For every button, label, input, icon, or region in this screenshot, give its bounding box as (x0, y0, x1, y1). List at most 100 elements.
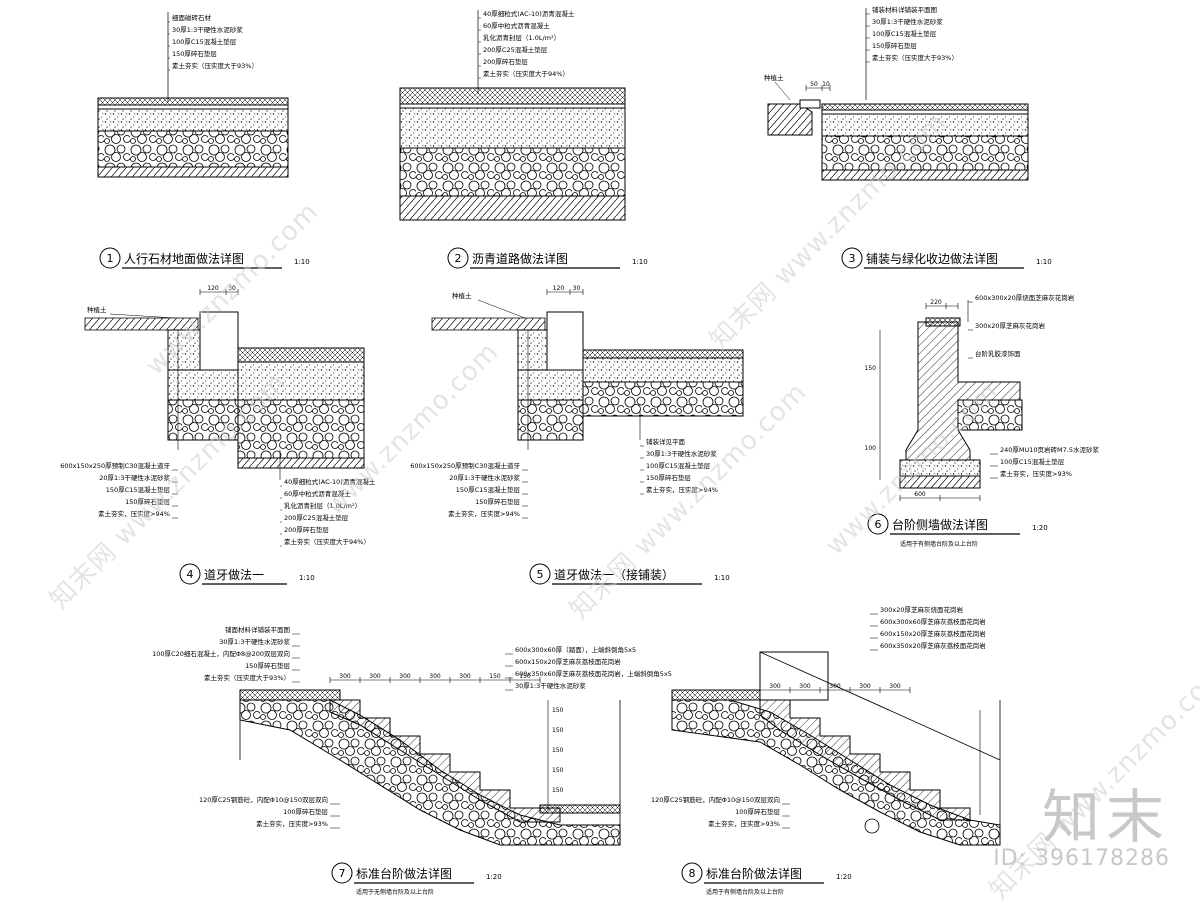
d2-concrete-layer (399, 107, 626, 149)
d4-asphalt (237, 347, 365, 363)
d8-right-label-2: 600x150x20厚芝麻灰荔枝面花岗岩 (880, 629, 986, 638)
d1-label-3: 150厚碎石垫层 (172, 49, 217, 58)
d8-top-dims-dim-3: 300 (859, 683, 871, 690)
d7-top-paving (239, 689, 341, 701)
d6-step-gravel (957, 399, 1023, 431)
d5-right-label-0: 铺装详见平面 (646, 437, 686, 446)
d4-title-text: 道牙做法一 (204, 567, 264, 582)
d4-title-circle (179, 563, 201, 585)
d5-title-number: 5 (537, 568, 544, 581)
d5-top-dims-dim-1: 30 (573, 285, 581, 292)
d1-gravel-layer (97, 130, 289, 168)
d3-title-number: 3 (849, 252, 856, 265)
d1-label-2: 100厚C15混凝土垫层 (172, 37, 237, 46)
d8-bottom-label-1: 100厚碎石垫层 (735, 807, 780, 816)
d2-label-0: 40厚细粒式(AC-10)沥青混凝土 (483, 9, 575, 18)
d8-top-dims-dim-2: 300 (829, 683, 841, 690)
d4-right-label-1: 60厚中粒式沥青混凝土 (284, 489, 351, 498)
d6-top-dims-dim-0: 220 (930, 299, 942, 306)
d5-top-dims-dim-0: 120 (553, 285, 565, 292)
d5-right-label-2: 100厚C15混凝土垫层 (646, 461, 711, 470)
d2-title-circle (447, 247, 469, 269)
d7-bottom-label-2: 素土夯实，压实度>93% (256, 819, 328, 828)
d4-right-label-3: 200厚C25混凝土垫层 (284, 513, 349, 522)
d7-vert-dim-4: 150 (552, 787, 564, 794)
d7-concrete-stair (329, 699, 561, 823)
d8-title-number: 8 (689, 867, 696, 880)
d4-title-scale: 1:10 (299, 574, 315, 582)
d5-left-concrete (517, 329, 548, 371)
d5-label-1: 20厚1:3干硬性水泥砂浆 (449, 473, 520, 482)
d5-paving (582, 349, 744, 359)
d2-label-3: 200厚C25混凝土垫层 (483, 45, 548, 54)
d7-bottom-paving (539, 804, 621, 814)
d3-label-2: 100厚C15混凝土垫层 (872, 29, 937, 38)
d4-title-number: 4 (187, 568, 194, 581)
d3-edge-block (799, 99, 821, 109)
d7-right-label-2: 600x350x60厚芝麻灰荔枝面花岗岩，上端斜倒角5x5 (515, 669, 672, 678)
d5-right-label-1: 30厚1:3干硬性水泥砂浆 (646, 449, 717, 458)
d6-top-label-1: 300x20厚芝麻灰花岗岩 (975, 321, 1046, 330)
d1-title-scale: 1:10 (294, 258, 310, 266)
d6-coping (925, 317, 961, 327)
d4-top-dims-dim-0: 120 (207, 285, 219, 292)
d5-right-label-3: 150厚碎石垫层 (646, 473, 691, 482)
d7-vert-dim-3: 150 (552, 767, 564, 774)
d6-bottom-label-1: 100厚C15混凝土垫层 (1000, 457, 1065, 466)
d6-wall-body (905, 321, 1021, 461)
d7-subtitle: 适用于无侧墙台阶及以上台阶 (356, 888, 434, 896)
d1-label-4: 素土夯实（压实度大于93%） (172, 61, 258, 70)
brand-logo: 知末 (1041, 783, 1170, 851)
d6-vert-dim-0: 150 (865, 365, 877, 372)
d6-top-label-2: 台阶乳胶漆饰面 (975, 349, 1021, 358)
d7-vert-dim-2: 150 (552, 747, 564, 754)
d4-soil (237, 457, 365, 469)
d4-right-label-0: 40厚细粒式(AC-10)沥青混凝土 (284, 477, 376, 486)
d7-left-label-4: 素土夯实（压实度大于93%） (204, 673, 290, 682)
d5-top-label: 种植土 (452, 291, 472, 300)
d2-gravel-layer (399, 147, 626, 197)
d1-title-circle (99, 247, 121, 269)
d7-top-dims-dim-2: 300 (399, 673, 411, 680)
d4-curb-base (167, 369, 239, 401)
d5-right-label-4: 素土夯实，压实度>94% (646, 485, 718, 494)
d8-right-label-0: 300x20厚芝麻灰烧面花岗岩 (880, 605, 964, 614)
d3-label-0: 铺装材料详铺装平面图 (872, 5, 937, 14)
d3-label-1: 30厚1:3干硬性水泥砂浆 (872, 17, 943, 26)
d7-top-dims-dim-1: 300 (369, 673, 381, 680)
d2-asphalt-top (399, 87, 626, 105)
d6-subtitle: 适用于有侧墙台阶及以上台阶 (900, 540, 978, 548)
d7-right-label-1: 600x150x20厚芝麻灰荔枝面花岗岩 (515, 657, 621, 666)
d8-top-dims-dim-4: 300 (889, 683, 901, 690)
d3-title-text: 铺装与绿化收边做法详图 (866, 251, 998, 266)
d8-bottom-label-0: 120厚C25钢筋砼，内配Φ10@150双层双向 (651, 795, 780, 804)
d7-right-label-3: 30厚1:3干硬性水泥砂浆 (515, 681, 586, 690)
d2-soil-layer (399, 195, 626, 221)
d3-title-scale: 1:10 (1036, 258, 1052, 266)
d1-mortar-layer (97, 104, 289, 110)
d8-concrete-stair (759, 699, 971, 821)
d5-planting-soil (431, 317, 546, 331)
d5-top-leader (477, 299, 526, 319)
d5-label-0: 600x150x250厚预制C30混凝土道牙 (410, 461, 520, 470)
d1-label-0: 细面磁砖石材 (172, 13, 212, 22)
d8-side-wall (759, 651, 829, 701)
d7-top-dims-dim-0: 300 (339, 673, 351, 680)
d8-section-marker (864, 818, 880, 834)
d2-title-scale: 1:10 (632, 258, 648, 266)
d7-title-scale: 1:20 (486, 873, 502, 881)
d8-title-scale: 1:20 (836, 873, 852, 881)
d3-label-4: 素土夯实（压实度大于93%） (872, 53, 958, 62)
d5-curb-stone (546, 311, 584, 371)
d8-right-label-1: 600x300x60厚芝麻灰荔枝面花岗岩 (880, 617, 986, 626)
d8-top-dims-dim-1: 300 (799, 683, 811, 690)
d1-stone-layer (97, 97, 289, 106)
d6-bottom-label-2: 素土夯实，压实度>93% (1000, 469, 1072, 478)
d5-left-gravel (517, 399, 584, 441)
d7-title-circle (331, 862, 353, 884)
d8-top-paving (671, 689, 763, 701)
d1-soil-layer (97, 166, 289, 178)
d2-seal-layer (399, 103, 626, 109)
d8-bottom-label-2: 素土夯实，压实度>93% (708, 819, 780, 828)
d4-concrete (237, 361, 365, 401)
